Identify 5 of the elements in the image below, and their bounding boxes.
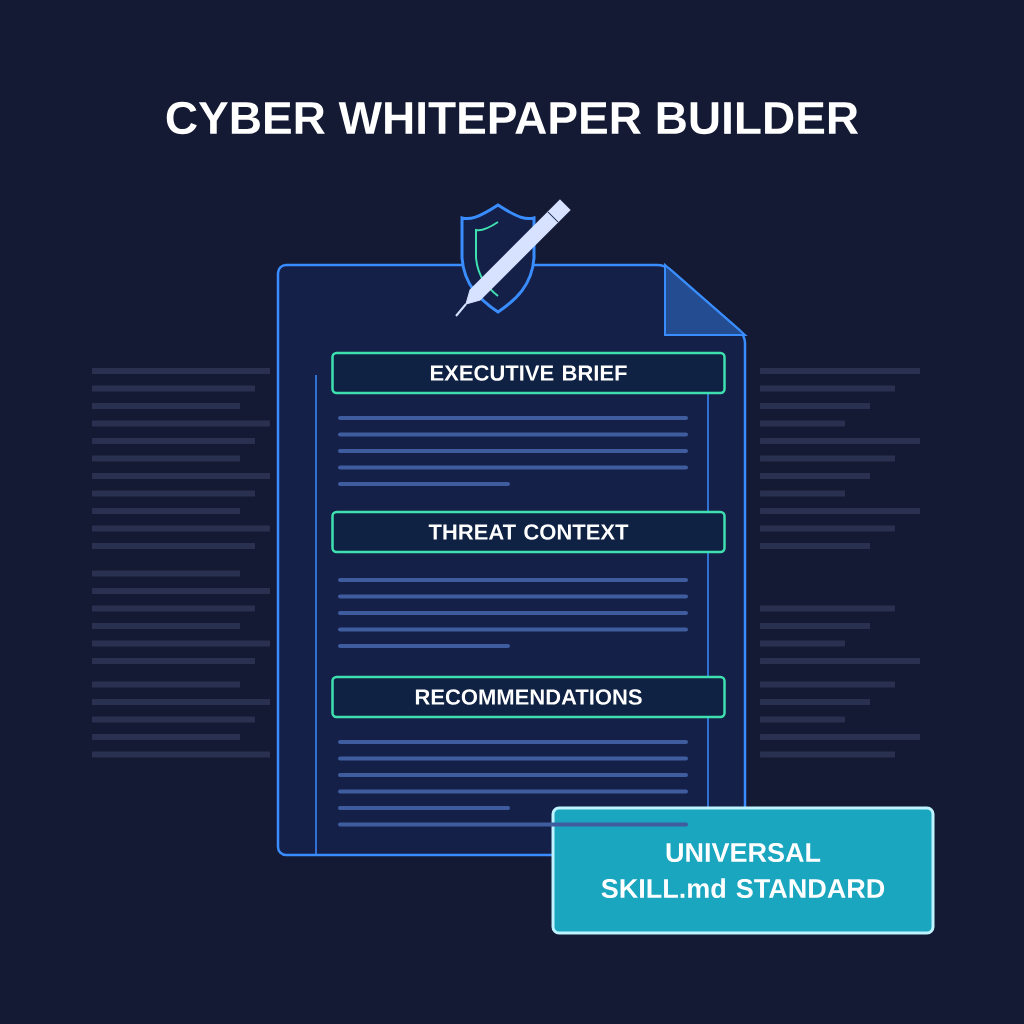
section-header: THREAT CONTEXT xyxy=(331,510,726,554)
section-header: RECOMMENDATIONS xyxy=(331,675,726,719)
standard-badge: UNIVERSAL SKILL.md STANDARD xyxy=(551,806,935,935)
title: CYBER WHITEPAPER BUILDER xyxy=(166,101,859,135)
section-header: EXECUTIVE BRIEF xyxy=(331,351,726,395)
